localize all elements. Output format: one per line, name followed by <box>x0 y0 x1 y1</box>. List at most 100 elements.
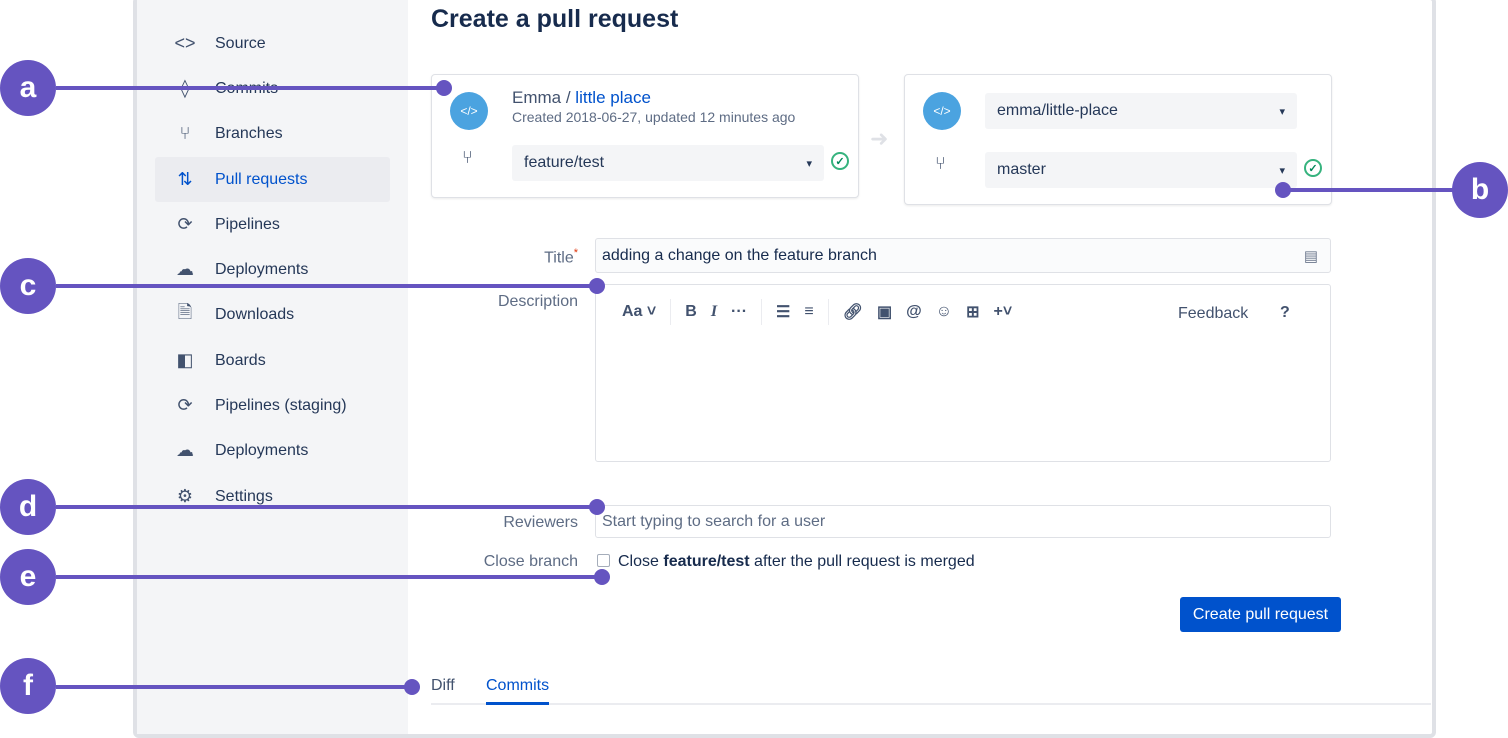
branch-icon: ⑂ <box>462 147 473 167</box>
callout-f: f <box>0 658 56 714</box>
sidebar-item-deployments[interactable]: ☁ Deployments <box>155 247 390 292</box>
contact-card-icon: ▤ <box>1303 248 1318 265</box>
insert-icon[interactable]: +˅ <box>993 303 1013 320</box>
destination-branch-value: master <box>997 161 1046 178</box>
reviewers-placeholder: Start typing to search for a user <box>602 512 826 530</box>
code-icon: <> <box>174 33 196 53</box>
branch-icon: ⑂ <box>179 123 191 143</box>
callout-b-line <box>1283 188 1453 192</box>
callout-f-dot <box>404 679 420 695</box>
repo-link[interactable]: little place <box>575 88 651 107</box>
sidebar-item-label: Downloads <box>215 305 295 323</box>
emoji-icon[interactable]: ☺ <box>935 303 953 320</box>
sidebar-item-pull-requests[interactable]: ⇅Pull requests <box>155 157 390 202</box>
bullet-list-icon[interactable]: ☰ <box>776 304 791 321</box>
separator: / <box>561 88 576 107</box>
table-icon[interactable]: ⊞ <box>966 304 980 321</box>
create-pull-request-button[interactable]: Create pull request <box>1180 597 1341 632</box>
sidebar-item-label: Pipelines (staging) <box>215 396 347 414</box>
sidebar-item-label: Deployments <box>215 441 309 459</box>
title-input[interactable]: adding a change on the feature branch ▤ <box>595 238 1331 273</box>
source-branch-select[interactable]: feature/test ▾ <box>512 145 824 181</box>
callout-e-dot <box>594 569 610 585</box>
callout-b-dot <box>1275 182 1291 198</box>
callout-c-dot <box>589 278 605 294</box>
description-editor[interactable]: Aa ˅ B I ··· ☰ ≡ 🔗︎ ▣ @ ☺ ⊞ +˅ Feedback … <box>595 284 1331 462</box>
tab-commits[interactable]: Commits <box>486 677 550 705</box>
chevron-down-icon: ▾ <box>1279 164 1285 177</box>
sidebar-item-label: Pipelines <box>215 215 280 233</box>
cloud-upload-icon: ☁ <box>176 259 194 279</box>
destination-repo-value: emma/little-place <box>997 102 1118 119</box>
close-branch-checkbox[interactable] <box>597 554 610 567</box>
text-style-button[interactable]: Aa ˅ <box>622 303 657 320</box>
gear-icon: ⚙ <box>176 486 194 506</box>
callout-e: e <box>0 549 56 605</box>
page-title: Create a pull request <box>431 5 679 33</box>
title-value: adding a change on the feature branch <box>602 246 877 264</box>
divider <box>670 299 672 325</box>
description-label: Description <box>497 293 578 310</box>
feedback-button[interactable]: Feedback <box>1178 305 1249 322</box>
sidebar-item-pipelines-staging[interactable]: ⟳Pipelines (staging) <box>155 383 390 428</box>
sidebar-item-pipelines[interactable]: ⟳ Pipelines <box>155 202 390 247</box>
sidebar-item-downloads[interactable]: 🗎 Downloads <box>155 292 390 337</box>
callout-f-line <box>56 685 412 689</box>
numbered-list-icon[interactable]: ≡ <box>804 303 814 320</box>
callout-a: a <box>0 60 56 116</box>
tab-diff[interactable]: Diff <box>431 677 455 694</box>
destination-card: </> emma/little-place ▾ ⑂ master ▾ ✓ <box>904 74 1332 205</box>
callout-a-dot <box>436 80 452 96</box>
callout-a-line <box>56 86 444 90</box>
chevron-down-icon: ▾ <box>1279 105 1285 118</box>
check-icon: ✓ <box>1304 159 1322 177</box>
italic-icon[interactable]: I <box>710 303 718 320</box>
reviewers-input[interactable]: Start typing to search for a user <box>595 505 1331 538</box>
source-repo-name: Emma / little place <box>512 88 651 108</box>
board-icon: ◧ <box>176 350 194 370</box>
sidebar-item-source[interactable]: <>Source <box>155 21 390 66</box>
sidebar-item-deployments-2[interactable]: ☁ Deployments <box>155 428 390 473</box>
source-meta: Created 2018-06-27, updated 12 minutes a… <box>512 109 796 125</box>
help-icon[interactable]: ? <box>1280 304 1290 321</box>
cloud-upload-icon: ☁ <box>176 440 194 460</box>
sidebar-item-label: Deployments <box>215 260 309 278</box>
more-icon[interactable]: ··· <box>731 303 748 320</box>
callout-d: d <box>0 479 56 535</box>
required-mark: * <box>573 247 578 259</box>
branch-icon: ⑂ <box>935 153 946 173</box>
tabs-divider <box>431 703 1431 705</box>
callout-c: c <box>0 258 56 314</box>
check-icon: ✓ <box>831 152 849 170</box>
repo-owner: Emma <box>512 88 562 107</box>
close-branch-text: Close feature/test after the pull reques… <box>618 553 975 571</box>
sidebar: <>Source ⟠Commits ⑂Branches ⇅Pull reques… <box>137 0 408 734</box>
source-branch-value: feature/test <box>524 154 605 171</box>
sidebar-item-branches[interactable]: ⑂ Branches <box>155 111 390 156</box>
sidebar-item-label: Branches <box>215 124 283 142</box>
destination-branch-select[interactable]: master ▾ <box>985 152 1297 188</box>
close-branch-label: Close branch <box>483 553 578 570</box>
destination-repo-select[interactable]: emma/little-place ▾ <box>985 93 1297 129</box>
divider <box>827 299 829 325</box>
callout-b: b <box>1452 162 1508 218</box>
text-style-label: Aa <box>622 303 643 320</box>
sidebar-item-boards[interactable]: ◧Boards <box>155 338 390 383</box>
close-post: after the pull request is merged <box>749 553 975 570</box>
source-card: </> Emma / little place Created 2018-06-… <box>431 74 859 198</box>
repo-icon: </> <box>450 92 488 130</box>
bold-icon[interactable]: B <box>685 303 697 320</box>
file-icon: 🗎 <box>177 301 193 322</box>
sidebar-item-settings[interactable]: ⚙Settings <box>155 474 390 519</box>
reviewers-label: Reviewers <box>503 514 578 531</box>
callout-e-line <box>56 575 602 579</box>
pipelines-icon: ⟳ <box>177 214 193 234</box>
repo-icon: </> <box>923 92 961 130</box>
mention-icon[interactable]: @ <box>906 303 922 320</box>
chevron-down-icon: ▾ <box>806 157 812 170</box>
link-icon[interactable]: 🔗︎ <box>842 304 864 321</box>
close-pre: Close <box>618 553 664 570</box>
image-icon[interactable]: ▣ <box>877 304 893 321</box>
callout-c-line <box>56 284 597 288</box>
callout-d-dot <box>589 499 605 515</box>
